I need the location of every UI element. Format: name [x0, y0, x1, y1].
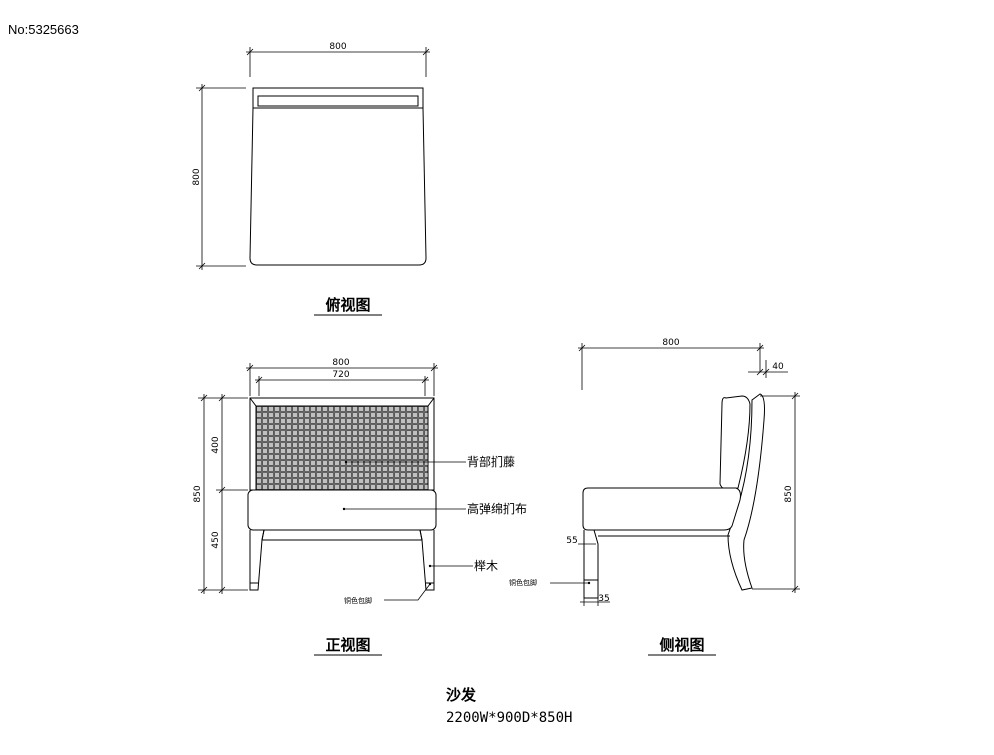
callout-leg-wood: 榉木 [474, 559, 498, 573]
front-view: 800 720 850 400 450 [193, 358, 527, 656]
callout-seat-foam: 高弹绵扪布 [467, 501, 527, 516]
side-view: 800 40 850 55 35 [509, 338, 800, 656]
side-dim-total-height: 850 [784, 485, 794, 502]
top-view: 800 800 俯视图 [192, 42, 430, 316]
product-size: 2200W*900D*850H [446, 710, 572, 726]
top-view-title: 俯视图 [325, 296, 370, 314]
side-dim-leg-height: 55 [566, 536, 577, 546]
side-view-title: 侧视图 [659, 636, 704, 654]
front-dim-outer-width: 800 [332, 358, 349, 368]
top-dim-width: 800 [329, 42, 346, 52]
product-name: 沙发 [446, 686, 477, 704]
front-view-title: 正视图 [325, 636, 370, 654]
callout-back-rattan: 背部扪藤 [467, 454, 515, 469]
top-dim-depth: 800 [192, 168, 202, 185]
front-dim-back-height: 400 [211, 436, 221, 453]
side-dim-depth: 800 [662, 338, 679, 348]
image-number: No:5325663 [8, 22, 79, 37]
callout-copper-cap-side: 铜色包脚 [509, 578, 537, 587]
callout-copper-cap-front: 铜色包脚 [344, 596, 372, 605]
front-dim-seat-height: 450 [211, 531, 221, 548]
side-dim-top: 40 [772, 362, 784, 372]
front-dim-inner-width: 720 [332, 370, 349, 380]
front-dim-total-height: 850 [193, 485, 203, 502]
side-dim-leg-width: 35 [598, 594, 609, 604]
